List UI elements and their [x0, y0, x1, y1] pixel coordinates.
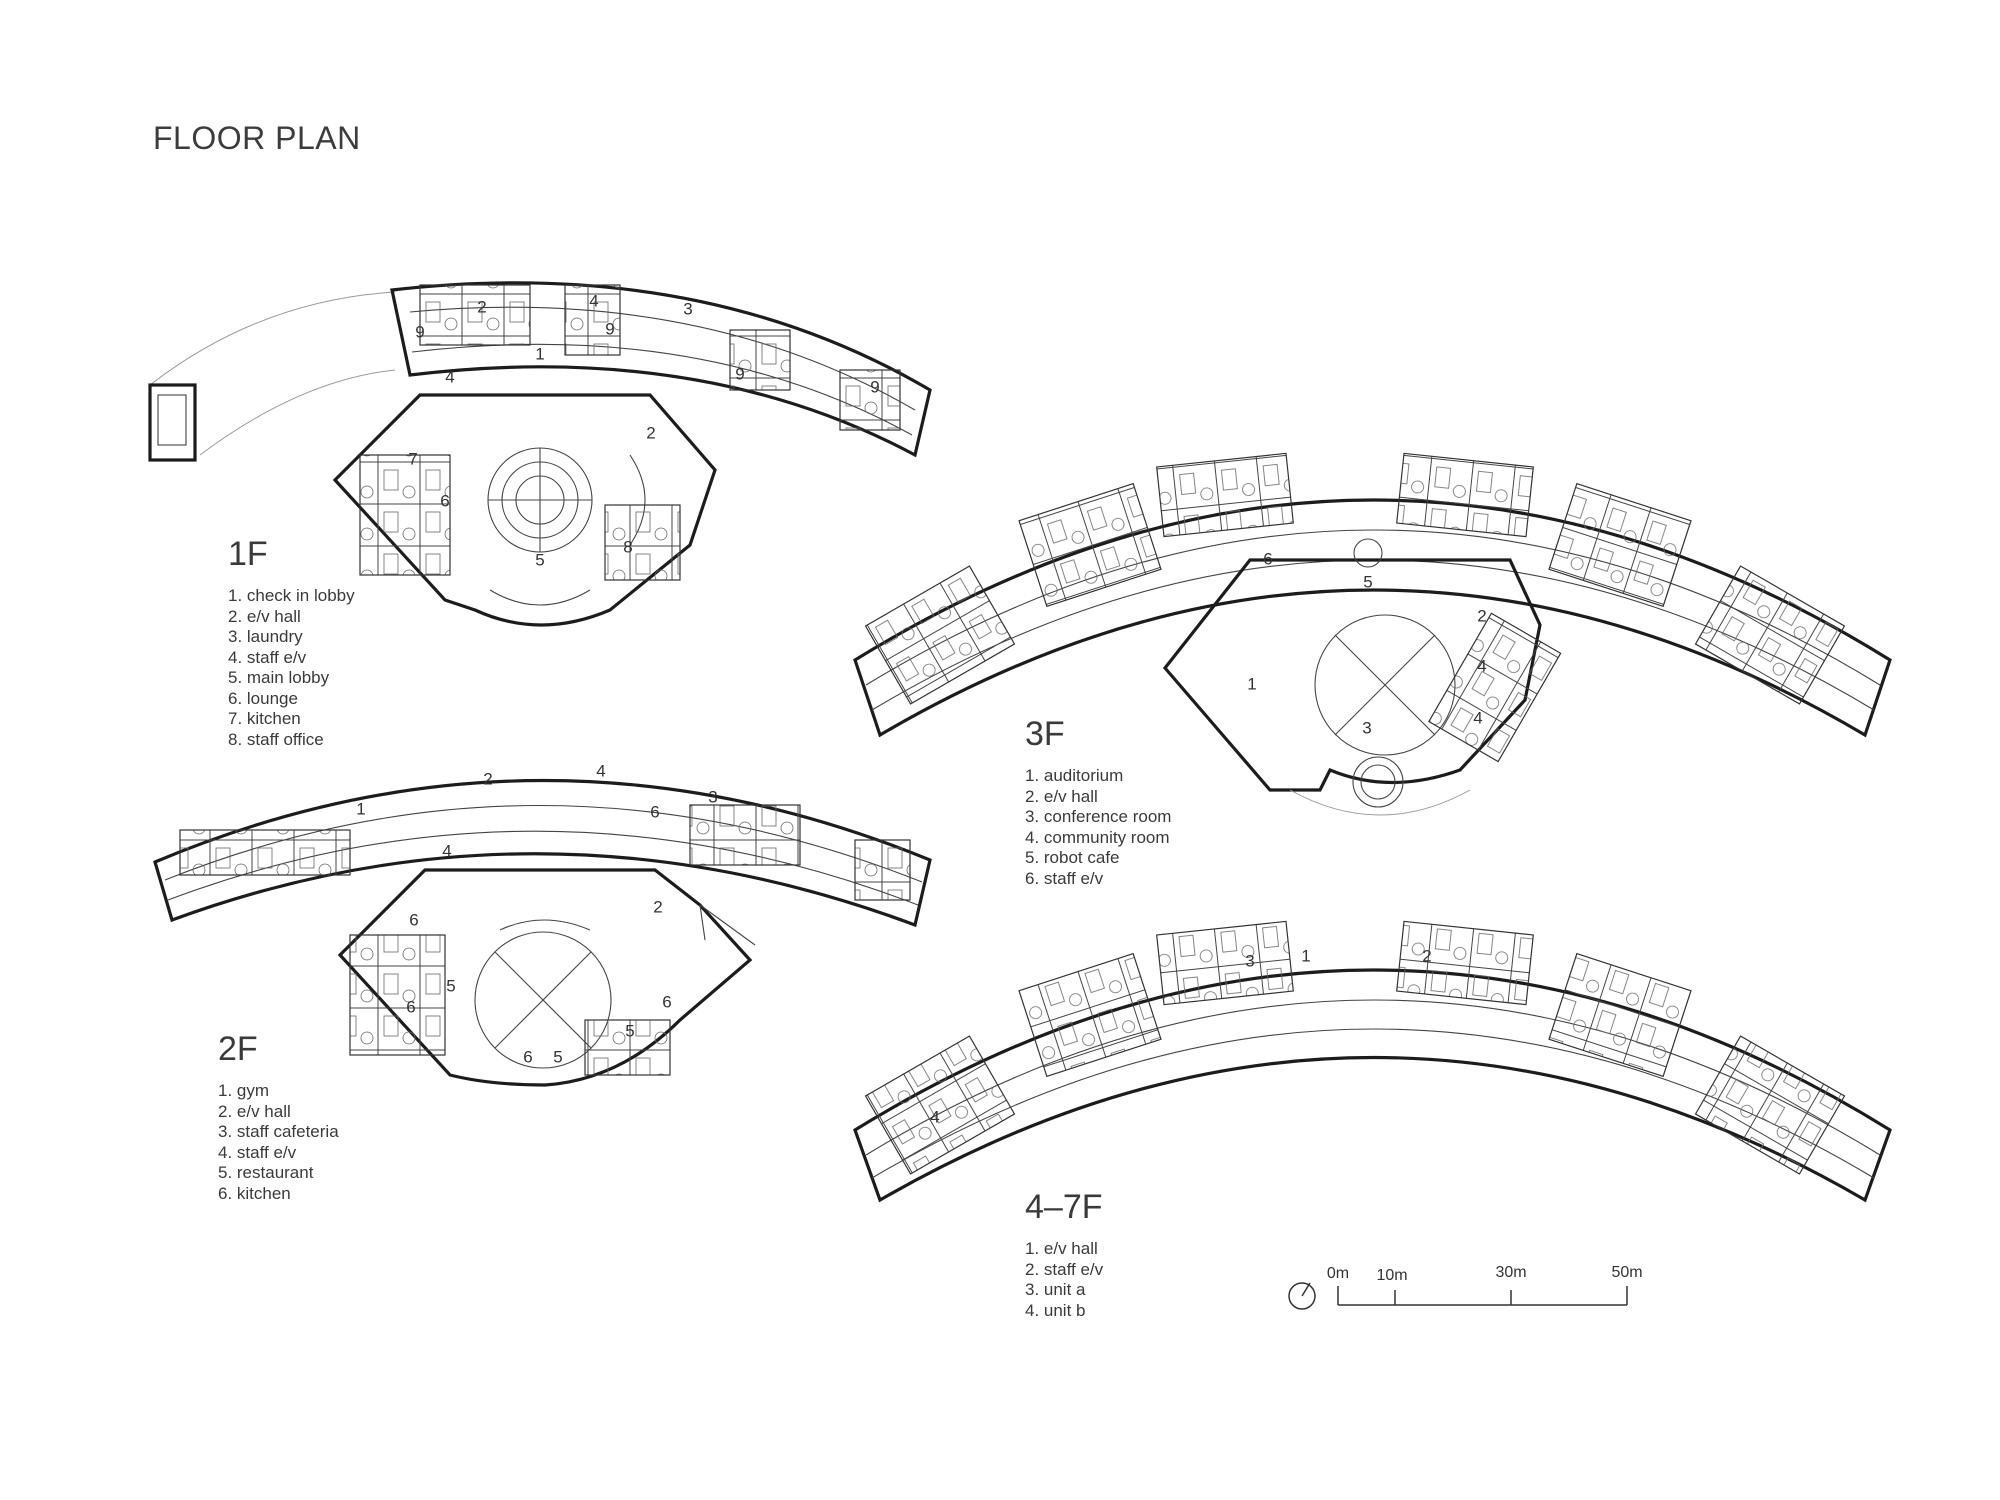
room-grid-1f [419, 284, 901, 431]
room-label-3f-5: 5 [1363, 572, 1372, 591]
legend-item: 6. kitchen [218, 1183, 291, 1203]
legend-list-2f: 1. gym 2. e/v hall 3. staff cafeteria 4.… [218, 1081, 339, 1204]
legend-3f: 3F 1. auditorium 2. e/v hall 3. conferen… [1025, 715, 1171, 889]
room-label-3f-4a: 4 [1477, 656, 1486, 675]
legend-item: 6. lounge [228, 688, 298, 708]
legend-item: 2. e/v hall [228, 606, 301, 626]
room-label-1f-2: 2 [477, 297, 486, 316]
room-grid-3f [864, 452, 1846, 705]
room-label-2f-6c: 6 [662, 992, 671, 1011]
room-label-1f-8: 8 [623, 537, 632, 556]
scale-label-10: 10m [1376, 1267, 1407, 1284]
legend-item: 2. staff e/v [1025, 1259, 1104, 1279]
plan-4-7f: 1 2 3 4 [853, 920, 1892, 1203]
legend-item: 3. laundry [228, 627, 303, 646]
room-label-4-7f-3: 3 [1245, 951, 1254, 970]
room-label-4-7f-4: 4 [930, 1107, 939, 1126]
room-label-1f-4: 4 [589, 291, 598, 310]
plan-3f: 1 2 3 4 4 5 6 [853, 452, 1892, 816]
room-label-3f-1: 1 [1247, 674, 1256, 693]
scale-label-0: 0m [1327, 1265, 1349, 1282]
legend-item: 4. community room [1025, 827, 1170, 847]
room-label-1f-2b: 2 [646, 423, 655, 442]
room-label-2f-4b: 4 [442, 841, 451, 860]
legend-2f: 2F 1. gym 2. e/v hall 3. staff cafeteria… [218, 1030, 339, 1204]
room-label-4-7f-1: 1 [1301, 946, 1310, 965]
legend-item: 5. main lobby [228, 668, 330, 687]
plan-2f: 1 2 3 4 4 2 5 5 5 6 6 6 6 6 [153, 761, 932, 1087]
floor-title-4-7f: 4–7F [1025, 1188, 1103, 1226]
north-arrow-icon [1288, 1282, 1316, 1310]
legend-item: 5. robot cafe [1025, 848, 1120, 867]
legend-item: 2. e/v hall [1025, 786, 1098, 806]
room-label-1f-5: 5 [535, 550, 544, 569]
floor-title-1f: 1F [228, 535, 268, 573]
legend-item: 1. e/v hall [1025, 1239, 1098, 1258]
room-label-2f-5a: 5 [446, 976, 455, 995]
legend-list-4-7f: 1. e/v hall 2. staff e/v 3. unit a 4. un… [1025, 1239, 1103, 1321]
plan-1f: 1 2 3 4 5 6 7 8 9 9 9 9 4 2 [148, 281, 932, 627]
legend-item: 3. unit a [1025, 1280, 1086, 1299]
room-label-2f-5c: 5 [625, 1021, 634, 1040]
legend-item: 4. staff e/v [218, 1142, 297, 1162]
room-label-2f-1: 1 [356, 799, 365, 818]
legend-list-1f: 1. check in lobby 2. e/v hall 3. laundry… [228, 586, 355, 750]
room-label-3f-6: 6 [1263, 549, 1272, 568]
legend-item: 4. unit b [1025, 1300, 1086, 1320]
legend-item: 6. staff e/v [1025, 868, 1104, 888]
legend-1f: 1F 1. check in lobby 2. e/v hall 3. laun… [228, 535, 355, 750]
legend-item: 2. e/v hall [218, 1101, 291, 1121]
room-label-2f-6e: 6 [406, 997, 415, 1016]
scale-label-50: 50m [1611, 1264, 1642, 1281]
room-label-2f-6b: 6 [650, 802, 659, 821]
legend-item: 7. kitchen [228, 709, 301, 728]
room-label-3f-4b: 4 [1473, 708, 1482, 727]
page-title: FLOOR PLAN [153, 120, 361, 156]
room-label-4-7f-2: 2 [1422, 946, 1431, 965]
legend-item: 1. check in lobby [228, 586, 355, 605]
room-label-2f-3: 3 [708, 787, 717, 806]
legend-item: 4. staff e/v [228, 647, 307, 667]
room-label-1f-7: 7 [408, 449, 417, 468]
room-label-1f-4b: 4 [445, 367, 454, 386]
room-label-1f-3: 3 [683, 299, 692, 318]
legend-item: 3. staff cafeteria [218, 1122, 339, 1141]
legend-item: 8. staff office [228, 729, 324, 749]
room-grid-4-7f [864, 920, 1846, 1175]
room-label-1f-9b: 9 [605, 319, 614, 338]
legend-4-7f: 4–7F 1. e/v hall 2. staff e/v 3. unit a … [1025, 1188, 1103, 1321]
legend-item: 5. restaurant [218, 1163, 314, 1182]
legend-list-3f: 1. auditorium 2. e/v hall 3. conference … [1025, 766, 1171, 889]
room-label-1f-9d: 9 [870, 377, 879, 396]
room-label-1f-1: 1 [535, 344, 544, 363]
room-label-2f-2: 2 [483, 769, 492, 788]
scale-label-30: 30m [1495, 1264, 1526, 1281]
room-label-3f-2: 2 [1477, 606, 1486, 625]
room-label-1f-9c: 9 [735, 364, 744, 383]
legend-item: 1. gym [218, 1081, 270, 1100]
room-label-2f-2b: 2 [653, 897, 662, 916]
room-label-2f-5b: 5 [553, 1047, 562, 1066]
floor-title-2f: 2F [218, 1030, 258, 1068]
floor-title-3f: 3F [1025, 715, 1065, 753]
room-label-2f-4a: 4 [596, 761, 605, 780]
room-label-2f-6d: 6 [523, 1047, 532, 1066]
scale-bar: 0m 10m 30m 50m [1288, 1264, 1643, 1310]
room-label-3f-3: 3 [1362, 718, 1371, 737]
room-label-1f-9a: 9 [415, 322, 424, 341]
legend-item: 3. conference room [1025, 807, 1172, 826]
legend-item: 1. auditorium [1025, 766, 1124, 785]
room-label-1f-6: 6 [440, 491, 449, 510]
room-label-2f-6a: 6 [409, 910, 418, 929]
